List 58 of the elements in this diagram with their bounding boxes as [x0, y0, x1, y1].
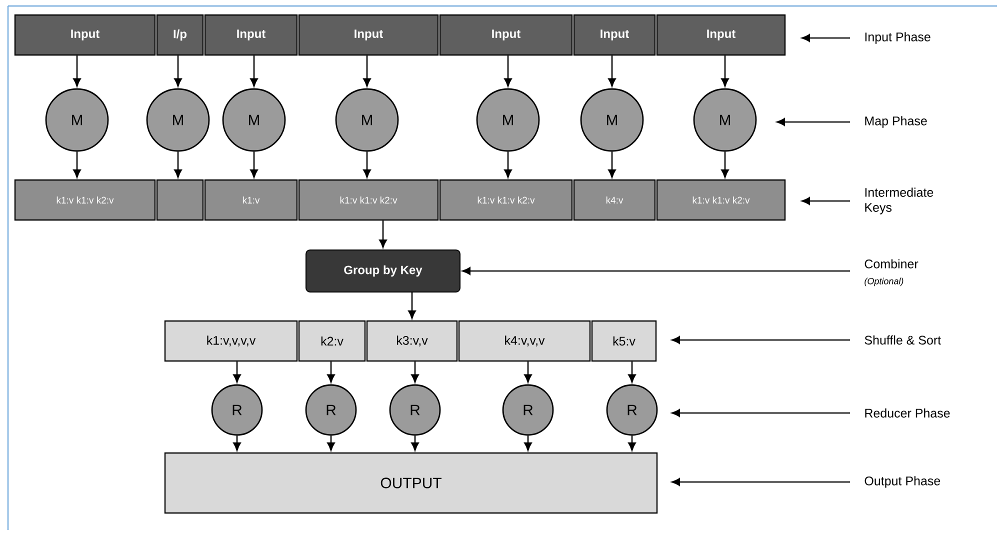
shuffle-box: k1:v,v,v,v [164, 320, 298, 362]
group-box: Group by Key [306, 250, 460, 292]
arrow [73, 152, 81, 178]
arrow [250, 152, 258, 178]
arrow [233, 362, 241, 383]
input-box: Input [439, 14, 573, 56]
phase-label: Reducer Phase [865, 408, 950, 418]
input-box: Input [204, 14, 298, 56]
input-box: I/p [156, 14, 204, 56]
arrow [628, 436, 636, 451]
phase-label: Combiner (Optional) [864, 259, 918, 286]
input-box: Input [573, 14, 656, 56]
arrow [504, 56, 512, 87]
input-box: Input [298, 14, 439, 56]
arrow [524, 436, 532, 451]
arrow [504, 152, 512, 178]
key-box: k1:v k1:v k2:v [298, 179, 439, 221]
phase-label: Output Phase [864, 476, 940, 488]
arrow [408, 292, 416, 319]
arrow [363, 152, 371, 178]
shuffle-box: k2:v [298, 320, 366, 362]
leader-arrow [802, 34, 850, 42]
key-box: k1:v [204, 179, 298, 221]
arrow [608, 152, 616, 178]
key-box: k1:v k1:v k2:v [656, 179, 786, 221]
arrow [250, 56, 258, 87]
input-box: Input [656, 14, 786, 56]
arrow [721, 56, 729, 87]
arrow [628, 362, 636, 383]
arrow [327, 436, 335, 451]
arrow [174, 56, 182, 87]
arrow [363, 56, 371, 87]
arrow [411, 362, 419, 383]
arrow [379, 220, 387, 248]
phase-label: Intermediate Keys [865, 188, 934, 214]
arrow [411, 436, 419, 451]
output-box: OUTPUT [164, 452, 658, 514]
arrow [233, 436, 241, 451]
phase-label: Map Phase [865, 116, 927, 128]
shuffle-box: k5:v [591, 320, 657, 362]
arrow [174, 152, 182, 178]
leader-arrow [672, 478, 850, 486]
leader-arrow [672, 409, 850, 417]
phase-label: Input Phase [865, 32, 930, 44]
key-box: k4:v [573, 179, 656, 221]
key-box [156, 179, 204, 221]
leader-arrow [802, 197, 850, 205]
arrow [524, 362, 532, 383]
arrow [721, 152, 729, 178]
shuffle-box: k3:v,v [366, 320, 458, 362]
phase-label: Shuffle & Sort [864, 335, 941, 345]
arrow [73, 56, 81, 87]
arrow [608, 56, 616, 87]
key-box: k1:v k1:v k2:v [439, 179, 573, 221]
leader-arrow [776, 118, 850, 126]
arrow [327, 362, 335, 383]
leader-arrow [462, 267, 850, 275]
leader-arrow [672, 336, 850, 344]
